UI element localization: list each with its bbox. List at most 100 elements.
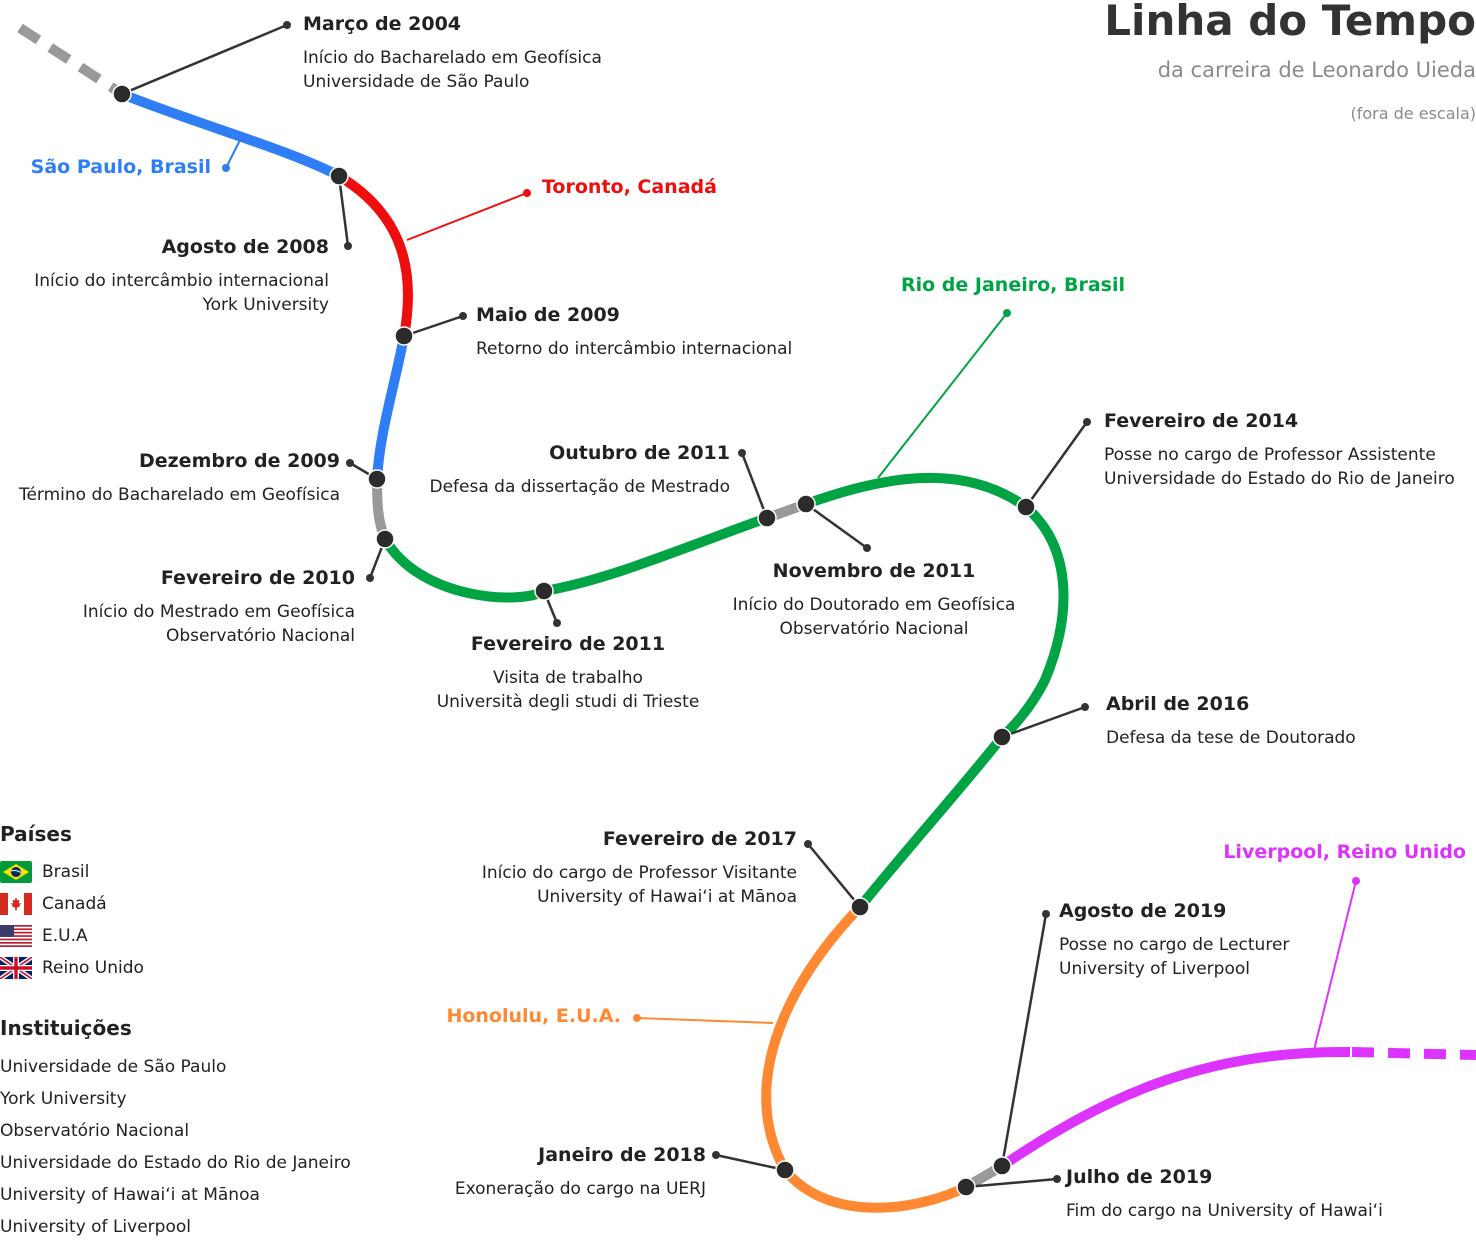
connector-line [121,23,288,96]
route-toronto [336,171,413,337]
event-fevereiro-2017: Fevereiro de 2017 Início do cargo de Pro… [482,827,797,909]
event-marco-2004: Março de 2004 Início do Bacharelado em G… [303,12,602,94]
event-marker [375,529,395,549]
connector-line [403,314,464,338]
event-date: Agosto de 2008 [161,236,329,258]
event-agosto-2019: Agosto de 2019 Posse no cargo de Lecture… [1059,899,1289,981]
route-liverpool [999,1046,1351,1171]
event-marker [992,727,1012,747]
city-connector-sao-paulo [225,139,241,169]
connector-end-dot [712,1151,720,1159]
legend-country-label: Brasil [42,862,90,882]
city-dot-toronto [523,189,531,197]
event-novembro-2011: Novembro de 2011 Início do Doutorado em … [714,559,1034,641]
usa-flag-icon [0,925,32,947]
legend-country-label: E.U.A [42,926,88,946]
city-connector-liverpool [1313,880,1357,1051]
city-label-sao-paulo: São Paulo, Brasil [30,156,211,178]
city-connector-toronto [406,192,528,241]
event-description: Exoneração do cargo na UERJ [454,1179,706,1199]
event-date: Agosto de 2019 [1059,900,1227,922]
event-date: Fevereiro de 2014 [1104,410,1299,432]
connector-end-dot [1042,910,1050,918]
event-date: Fevereiro de 2010 [160,567,355,589]
legend-country-label: Canadá [42,894,107,914]
event-date: Outubro de 2011 [549,442,730,464]
event-fevereiro-2014: Fevereiro de 2014 Posse no cargo de Prof… [1104,409,1455,491]
event-dezembro-2009: Dezembro de 2009 Término do Bacharelado … [19,449,340,507]
city-label-honolulu: Honolulu, E.U.A. [446,1005,621,1027]
connector-line [1000,913,1048,1167]
legend-country-canada: Canadá [0,893,107,915]
connector-line [805,502,868,550]
event-marker [850,897,870,917]
event-date: Julho de 2019 [1066,1166,1213,1188]
legend-institution: Observatório Nacional [0,1121,190,1141]
city-dot-honolulu [633,1014,641,1022]
route-sao-paulo [120,89,342,181]
connector-end-dot [1081,703,1089,711]
route-rio-2 [804,472,1069,911]
event-marker [329,166,349,186]
city-label-toronto: Toronto, Canadá [542,176,717,198]
route-start-dashed [17,23,125,99]
connector-end-dot [804,840,812,848]
city-dot-rio [1003,309,1011,317]
event-date: Novembro de 2011 [772,560,976,582]
event-date: Abril de 2016 [1106,693,1250,715]
uk-flag-icon [0,957,32,979]
event-agosto-2008: Agosto de 2008 Início do intercâmbio int… [34,235,329,317]
connector-line [337,175,350,247]
event-date: Fevereiro de 2017 [602,828,797,850]
connector-end-dot [863,544,871,552]
legend-institution: University of Hawai‘i at Mānoa [0,1185,260,1205]
event-description: Defesa da dissertação de Mestrado [429,477,730,497]
city-label-liverpool: Liverpool, Reino Unido [1223,841,1466,863]
connector-end-dot [1053,1175,1061,1183]
connector-end-dot [283,21,291,29]
event-description: Retorno do intercâmbio internacional [476,339,793,359]
connector-end-dot [366,574,374,582]
legend-institution: Universidade do Estado do Rio de Janeiro [0,1153,351,1173]
event-date: Janeiro de 2018 [538,1144,706,1166]
event-description: Término do Bacharelado em Geofísica [18,485,340,505]
event-description: Defesa da tese de Doutorado [1106,728,1356,748]
connector-end-dot [459,312,467,320]
connector-end-dot [344,242,352,250]
page-subtitle: da carreira de Leonardo Uieda [1157,58,1476,82]
city-dot-sao-paulo [222,164,230,172]
event-maio-2009: Maio de 2009 Retorno do intercâmbio inte… [476,303,792,361]
legend-institution: University of Liverpool [0,1217,191,1237]
route-sao-paulo-return [372,335,409,480]
connector-line [1001,705,1086,739]
event-marker [956,1177,976,1197]
page-title: Linha do Tempo [1104,0,1476,45]
event-marker [757,508,777,528]
event-marker [534,581,554,601]
connector-line [965,1177,1058,1189]
event-marker [796,494,816,514]
event-date: Março de 2004 [303,13,462,35]
city-connector-rio [877,312,1008,479]
city-dot-liverpool [1352,877,1360,885]
brazil-flag-icon [0,861,32,883]
event-date: Maio de 2009 [476,304,620,326]
route-rio-1 [380,513,769,603]
event-marker [112,84,132,104]
event-description: Fim do cargo na University of Hawai‘i [1066,1201,1383,1221]
event-fevereiro-2010: Fevereiro de 2010 Início do Mestrado em … [83,566,355,648]
connector-end-dot [1083,418,1091,426]
route-end-dashed [1351,1047,1476,1060]
route-honolulu [761,903,969,1213]
event-marker [394,326,414,346]
